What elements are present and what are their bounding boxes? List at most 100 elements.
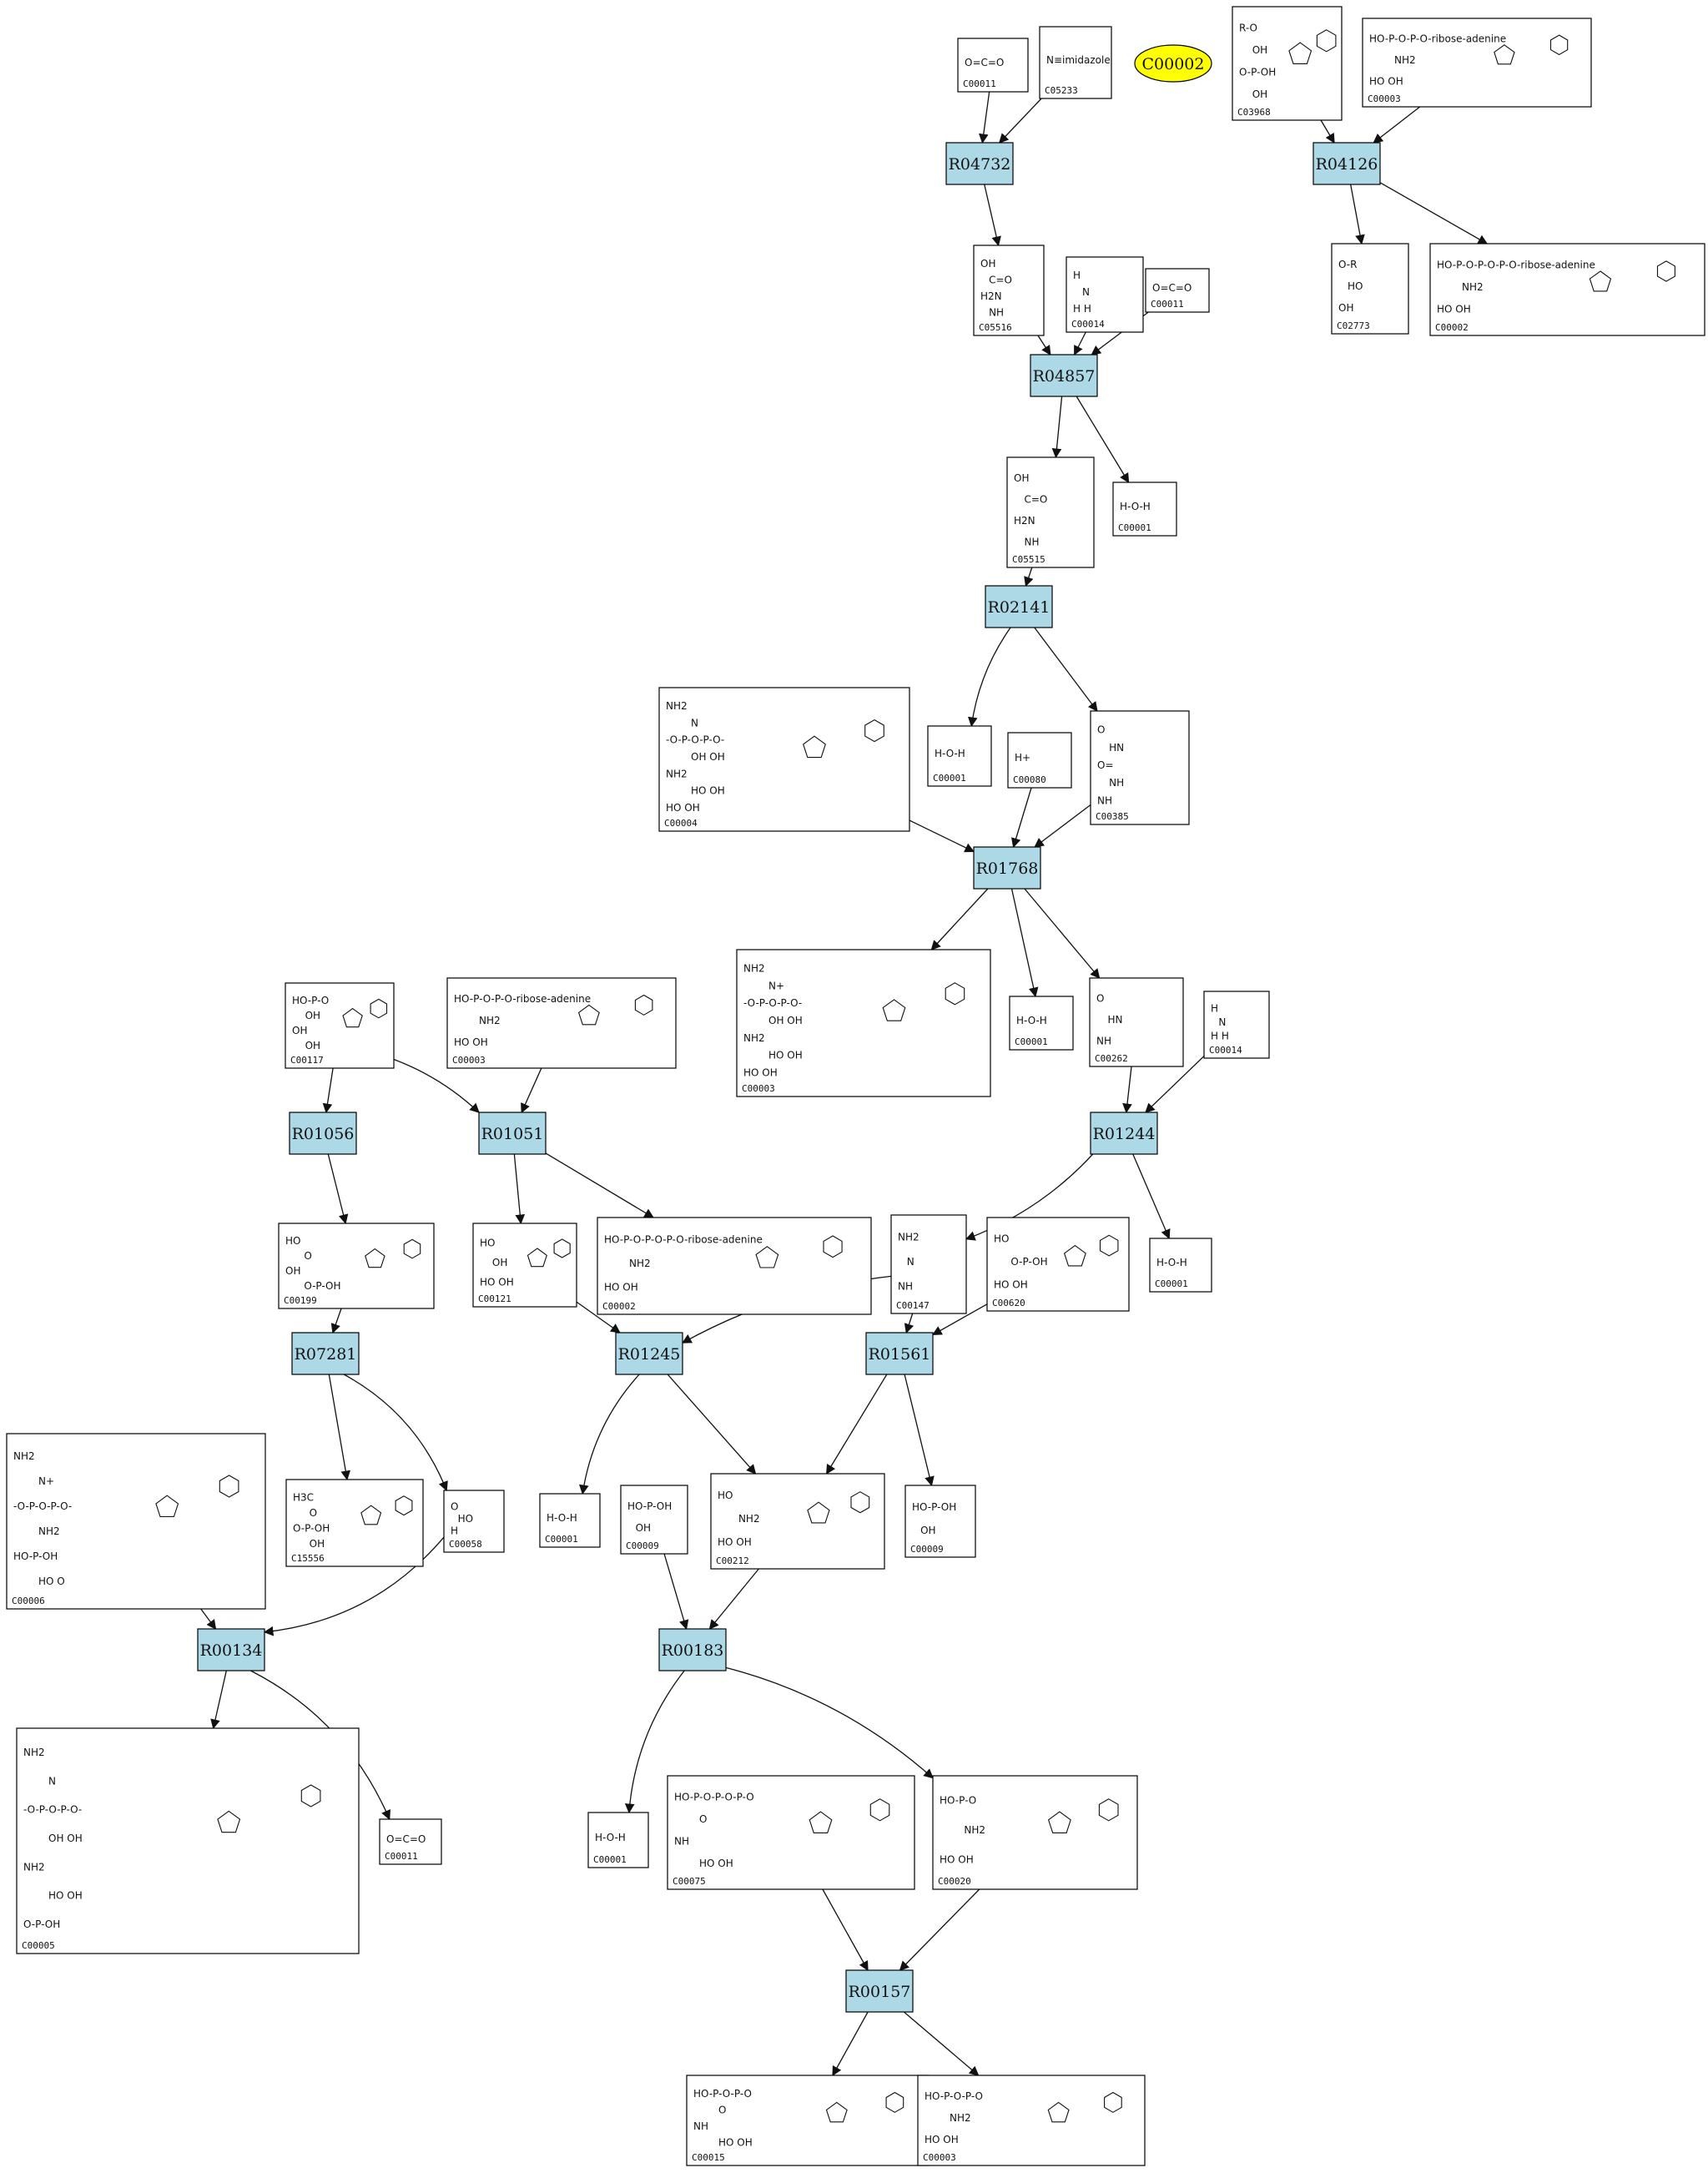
reaction-box[interactable] [865,1332,934,1375]
compound-box[interactable] [986,1217,1130,1312]
compound-box[interactable] [667,1775,915,1890]
compound-box[interactable] [1331,243,1409,335]
compound-box[interactable] [658,687,910,832]
highlight-node-label[interactable]: C00002 [1142,55,1205,73]
reaction-box[interactable] [291,1332,360,1375]
compound-box[interactable] [686,2075,930,2166]
compound-box[interactable] [6,1433,266,1610]
compound-box[interactable] [1006,456,1095,568]
compound-box[interactable] [285,982,395,1069]
compound-box[interactable] [736,949,991,1097]
reaction-box[interactable] [478,1112,547,1155]
compound-box[interactable] [1429,243,1705,336]
reaction-box[interactable] [985,585,1053,628]
compound-box[interactable] [1066,256,1144,333]
reaction-box[interactable] [289,1112,357,1155]
reaction-node[interactable]: R04857 [1030,354,1098,397]
compound-box[interactable] [1232,6,1343,121]
compound-box[interactable] [904,1485,976,1558]
compound-box[interactable] [1362,18,1592,108]
highlight-node-shape[interactable] [1134,44,1212,83]
compound-box[interactable] [587,1812,649,1868]
compound-box[interactable] [1007,732,1072,789]
reaction-node[interactable]: R00157 [845,1969,914,2013]
compound-box[interactable] [379,1818,442,1865]
reaction-node[interactable]: R01561 [865,1332,934,1375]
reaction-node[interactable]: R04732 [945,142,1014,185]
reaction-box[interactable] [945,142,1014,185]
compound-box[interactable] [957,38,1029,93]
reaction-node[interactable]: R04126 [1312,142,1381,185]
reaction-node[interactable]: R01051 [478,1112,547,1155]
reaction-node[interactable]: R01056 [289,1112,357,1155]
compound-box[interactable] [1203,991,1270,1059]
compound-box[interactable] [1149,1238,1212,1293]
reaction-node[interactable]: R01245 [615,1332,683,1375]
compound-box[interactable] [1009,996,1074,1051]
reaction-box[interactable] [845,1969,914,2013]
reaction-box[interactable] [615,1332,683,1375]
compound-box[interactable] [285,1479,424,1567]
compound-box[interactable] [1145,268,1210,313]
reaction-node[interactable]: R07281 [291,1332,360,1375]
reaction-box[interactable] [1312,142,1381,185]
compound-box[interactable] [932,1775,1138,1890]
reaction-node[interactable]: R01768 [973,846,1041,890]
compound-box[interactable] [1039,26,1112,99]
reaction-node[interactable]: R01244 [1090,1112,1158,1155]
reaction-box[interactable] [197,1628,265,1671]
compound-box[interactable] [973,245,1045,336]
compound-box[interactable] [472,1223,577,1308]
reaction-node[interactable]: R02141 [985,585,1053,628]
compound-box[interactable] [597,1217,872,1315]
compound-box[interactable] [620,1485,688,1555]
compound-box[interactable] [1089,977,1184,1067]
reaction-node[interactable]: R00134 [197,1628,265,1671]
compound-box[interactable] [927,725,992,787]
compound-box[interactable] [1112,481,1177,537]
compound-box[interactable] [539,1493,601,1548]
compound-box[interactable] [917,2075,1146,2166]
compound-box[interactable] [890,1214,967,1314]
compound-box[interactable] [278,1223,435,1309]
